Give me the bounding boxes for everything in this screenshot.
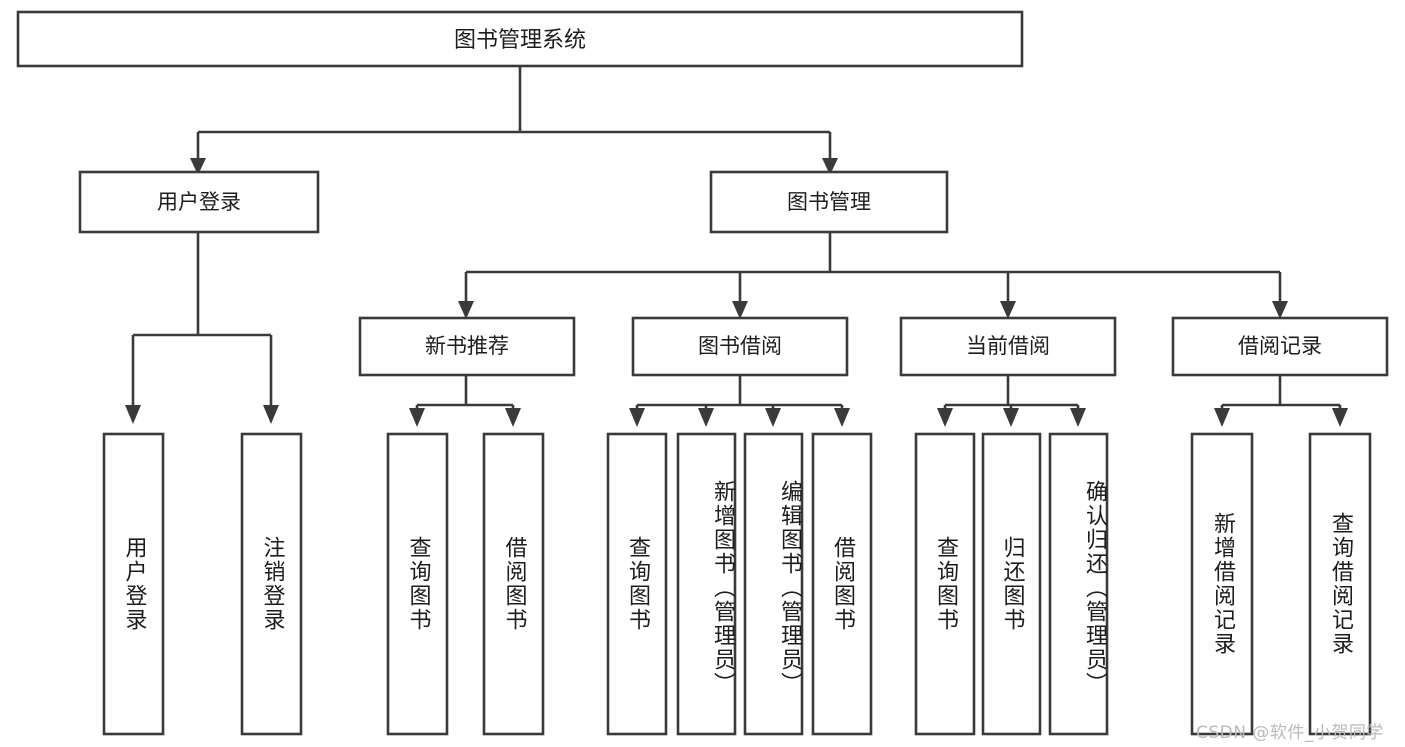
node-current-borrow-label: 当前借阅 xyxy=(966,334,1050,358)
csdn-watermark: CSDN @软件_小贺同学 xyxy=(1196,723,1384,743)
leaf-box-add-record[interactable] xyxy=(1190,432,1254,736)
edge-bookmgmt-to-level2 xyxy=(458,232,1288,319)
edge-borrowrecord-to-leaves xyxy=(1214,375,1348,427)
node-user-login-label: 用户登录 xyxy=(157,190,241,214)
leaf-boxes xyxy=(102,432,1372,736)
node-root-label: 图书管理系统 xyxy=(454,28,586,53)
edge-userlogin-to-leaves xyxy=(125,232,279,424)
leaf-box-confirm-return[interactable] xyxy=(1048,432,1109,736)
node-book-management-label: 图书管理 xyxy=(787,190,871,214)
node-new-book-recommend-label: 新书推荐 xyxy=(425,334,509,358)
leaf-box-edit-book[interactable] xyxy=(743,432,804,736)
edge-currentborrow-to-leaves xyxy=(937,375,1086,427)
node-book-borrow[interactable]: 图书借阅 xyxy=(631,316,849,377)
node-book-management[interactable]: 图书管理 xyxy=(709,170,949,234)
leaf-box-user-logout[interactable] xyxy=(240,432,303,736)
leaf-box-user-login[interactable] xyxy=(102,432,165,736)
node-user-login[interactable]: 用户登录 xyxy=(78,170,320,234)
leaf-box-query-book-2[interactable] xyxy=(606,432,668,736)
node-root[interactable]: 图书管理系统 xyxy=(16,10,1024,68)
leaf-box-add-book[interactable] xyxy=(676,432,737,736)
leaf-box-borrow-book-1[interactable] xyxy=(482,432,545,736)
edge-root-to-level1 xyxy=(190,66,838,175)
node-new-book-recommend[interactable]: 新书推荐 xyxy=(358,316,576,377)
leaf-box-borrow-book-2[interactable] xyxy=(811,432,873,736)
node-borrow-record-label: 借阅记录 xyxy=(1238,334,1322,358)
node-current-borrow[interactable]: 当前借阅 xyxy=(899,316,1117,377)
leaf-box-query-book-1[interactable] xyxy=(386,432,449,736)
leaf-box-query-record[interactable] xyxy=(1308,432,1372,736)
node-book-borrow-label: 图书借阅 xyxy=(698,334,782,358)
edge-newbook-to-leaves xyxy=(409,375,521,427)
node-borrow-record[interactable]: 借阅记录 xyxy=(1171,316,1389,377)
edge-bookborrow-to-leaves xyxy=(629,375,850,427)
leaf-box-return-book[interactable] xyxy=(981,432,1042,736)
leaf-box-query-book-3[interactable] xyxy=(914,432,976,736)
